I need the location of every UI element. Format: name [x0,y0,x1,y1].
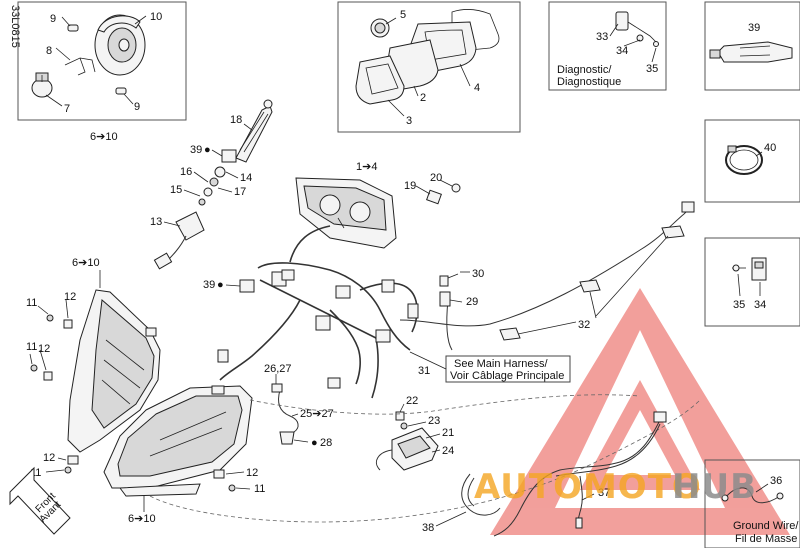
callout-19: 19 [404,180,416,192]
grease-tube [709,41,793,63]
bracket-box [704,237,800,327]
grease-box [704,1,800,91]
callout-17: 17 [234,186,246,198]
ground-wire-label-en: Ground Wire/ [733,520,799,532]
callout-2: 2 [420,92,426,104]
bulb-assembly [31,14,146,98]
ground-bracket [732,257,767,281]
callout-12-a: 12 [64,291,76,303]
gauge-box [337,1,521,133]
watermark-logo-triangle [490,288,790,535]
callout-12-b: 12 [38,343,50,355]
watermark [490,288,790,535]
main-harness-note-en: See Main Harness/ [454,358,548,370]
callout-35-b: 35 [733,299,745,311]
callout-23: 23 [428,415,440,427]
callout-10: 10 [150,11,162,23]
callout-39-c: 39 [203,279,215,291]
callout-15: 15 [170,184,182,196]
callout-26-27: 26,27 [264,363,292,375]
ground-wire-label-fr: Fil de Masse [735,533,797,545]
main-harness-note-box [445,355,571,383]
callout-34-b: 34 [754,299,766,311]
relay-connector [426,183,461,205]
dashed-outline [149,399,701,523]
callout-12-d: 12 [246,467,258,479]
callout-36: 36 [770,475,782,487]
callout-6-10-top: 6➔10 [90,131,118,143]
callout-39-tube: 39 [748,22,760,34]
callout-11-d: 11 [254,483,265,495]
bulb-kit-box [17,1,187,121]
callout-24: 24 [442,445,454,457]
harness-tags [499,225,685,341]
main-harness-note-fr: Voir Câblage Principale [450,370,564,382]
callout-4: 4 [474,82,480,94]
diagnostic-label-en: Diagnostic/ [557,64,612,76]
callout-11-c: 11 [30,467,41,479]
callout-25-27: 25➔27 [300,408,334,420]
cable-tie [725,145,763,175]
callout-28: 28 [320,437,332,449]
callout-30: 30 [472,268,484,280]
ground-wire-box [704,459,800,548]
gauge-assembly [355,9,500,105]
callout-11-a: 11 [26,297,37,309]
sensor-cable-assembly [153,99,273,270]
callout-5: 5 [400,9,406,21]
watermark-text: AUTOMOTO HUB [474,467,757,507]
diagnostic-label-fr: Diagnostique [557,76,621,88]
left-headlamp [67,289,161,453]
callout-21: 21 [442,427,454,439]
diagnostic-box [548,1,667,91]
callout-6-10-bottom: 6➔10 [128,513,156,525]
callout-33: 33 [596,31,608,43]
callout-9-b: 9 [134,101,140,113]
callout-14: 14 [240,172,252,184]
callout-39-b: 39 [190,144,202,156]
callout-35: 35 [646,63,658,75]
callout-38: 38 [422,522,434,534]
front-direction-arrow: Front Avant [9,466,71,535]
temp-sensor-wire [271,383,299,445]
callout-34: 34 [616,45,628,57]
drop-icon-39-b: ● [204,144,211,156]
callout-40: 40 [764,142,776,154]
dashed-outline-2 [249,394,641,415]
callout-32: 32 [578,319,590,331]
front-headlamp [103,385,253,497]
callout-22: 22 [406,395,418,407]
callout-7: 7 [64,103,70,115]
callout-20: 20 [430,172,442,184]
wiring-harness [217,201,695,399]
watermark-text-orange: AUTOMOTO [474,467,702,507]
callout-8: 8 [46,45,52,57]
diagnostic-connector [615,11,659,47]
callout-12-c: 12 [43,452,55,464]
callout-3: 3 [406,115,412,127]
callout-31: 31 [418,365,430,377]
callout-29: 29 [466,296,478,308]
watermark-logo-inner [580,380,700,490]
callout-1-4: 1➔4 [356,161,377,173]
drop-icon-28: ● [311,437,318,449]
drawing-code: 33L0815 [9,5,21,48]
watermark-text-grey: HUB [672,467,757,507]
callout-9: 9 [50,13,56,25]
control-module [376,411,439,471]
callout-13: 13 [150,216,162,228]
instrument-cluster [295,177,397,249]
callout-37: 37 [598,487,610,499]
drop-icon-39-c: ● [217,279,224,291]
callout-11-b: 11 [26,341,37,353]
callout-18: 18 [230,114,242,126]
callout-16: 16 [180,166,192,178]
wheel-sensor-cables [461,411,667,537]
cable-tie-box [704,119,800,203]
callout-6-10-mid: 6➔10 [72,257,100,269]
ground-wire [721,487,784,504]
